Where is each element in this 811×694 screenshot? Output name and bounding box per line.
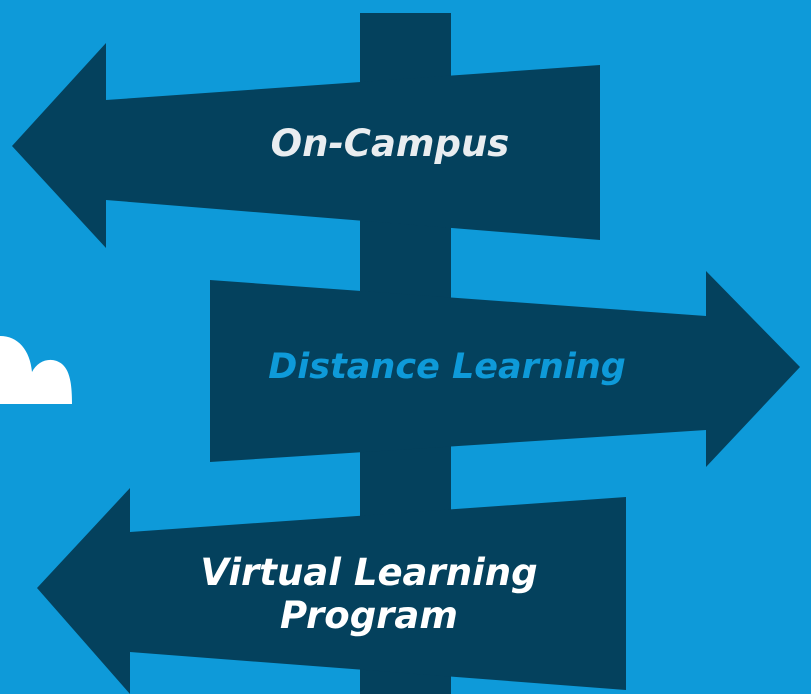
cloud-icon <box>0 336 72 404</box>
sign-arrow-virtual-learning <box>37 488 626 694</box>
sign-label-on-campus: On-Campus <box>271 122 510 165</box>
sign-arrow-on-campus <box>12 43 600 248</box>
sign-label-distance-learning: Distance Learning <box>268 347 626 387</box>
sign-label-virtual-learning-line2: Program <box>280 594 458 637</box>
sign-arrow-distance-learning <box>210 271 800 467</box>
sign-label-virtual-learning-line1: Virtual Learning <box>200 551 537 594</box>
